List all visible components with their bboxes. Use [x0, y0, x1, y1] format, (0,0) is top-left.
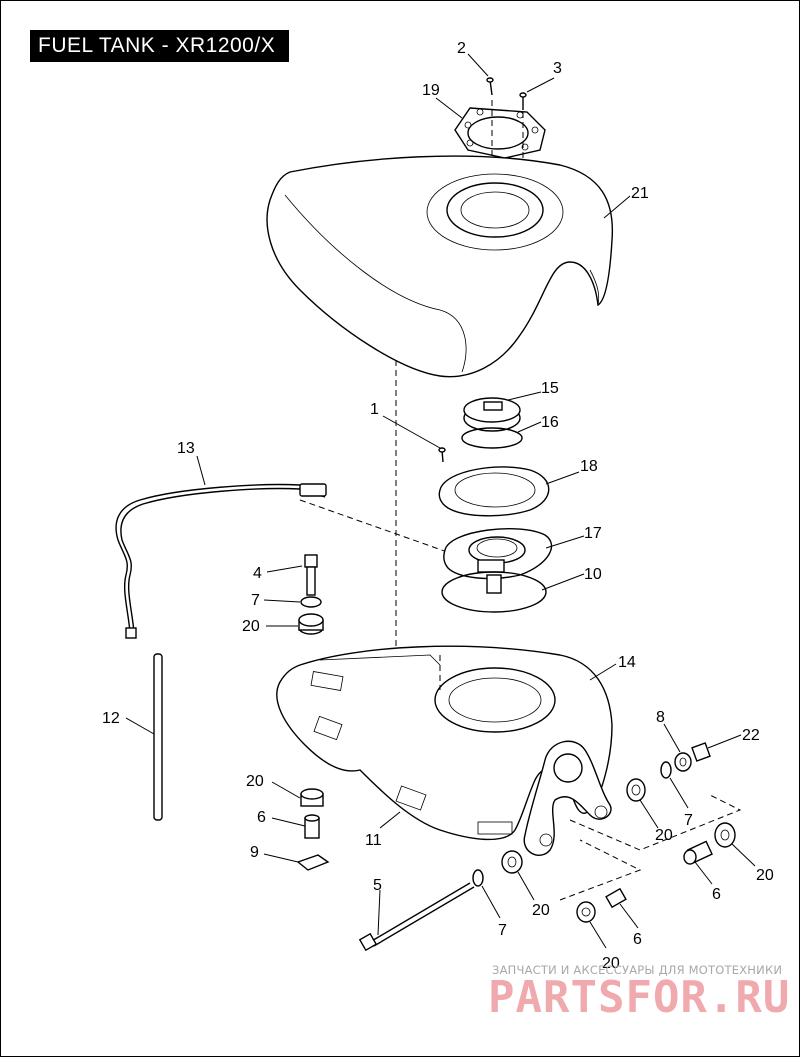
- callout-9: 9: [250, 844, 259, 861]
- watermark-logo: PARTSFOR.RU: [488, 972, 791, 1023]
- callout-5: 5: [373, 877, 382, 894]
- callout-20-right-lower: 20: [756, 867, 774, 884]
- callout-4: 4: [253, 565, 262, 582]
- part-5-long-bolt: [358, 882, 475, 952]
- part-14-fuel-tank: [276, 645, 613, 856]
- watermark-subtitle: ЗАПЧАСТИ И АКСЕССУАРЫ ДЛЯ МОТОТЕХНИКИ: [492, 963, 783, 977]
- part-8-spacer: [674, 752, 692, 772]
- part-10-o-ring: [441, 571, 547, 613]
- part-9-pad: [296, 854, 330, 871]
- leader-lines: [125, 53, 756, 949]
- callout-7-lower: 7: [498, 922, 507, 939]
- callout-20-upper: 20: [242, 618, 260, 635]
- callout-20-left: 20: [246, 773, 264, 790]
- callout-11: 11: [365, 832, 382, 849]
- callout-20-bottom: 20: [602, 955, 620, 972]
- part-22-spacer: [691, 742, 711, 762]
- part-7-washer-upper: [300, 596, 322, 608]
- part-20-grommet-bottom: [576, 901, 596, 923]
- part-19-bolt-ring: [454, 107, 546, 159]
- part-12-tube: [153, 653, 163, 821]
- callout-14: 14: [618, 654, 636, 671]
- callout-3: 3: [553, 60, 562, 77]
- callout-6-right: 6: [712, 886, 721, 903]
- callout-10: 10: [584, 566, 602, 583]
- part-21-tank-cover: [266, 155, 614, 378]
- callout-15: 15: [541, 380, 559, 397]
- callout-20-lower: 20: [532, 902, 550, 919]
- callout-12: 12: [102, 710, 120, 727]
- callout-22: 22: [742, 727, 760, 744]
- callout-6-bottom: 6: [633, 931, 642, 948]
- callout-18: 18: [580, 458, 598, 475]
- callout-2: 2: [457, 40, 466, 57]
- part-6-sleeve-left: [304, 814, 320, 839]
- part-6-sleeve-right: [683, 840, 713, 865]
- part-20-grommet-right-upper: [626, 778, 646, 802]
- callout-7-right: 7: [684, 812, 693, 829]
- diagram-title: FUEL TANK - XR1200/X: [30, 30, 290, 62]
- part-20-grommet-upper: [298, 613, 324, 635]
- callout-17: 17: [584, 525, 602, 542]
- callout-16: 16: [541, 414, 559, 431]
- part-1-screw: [438, 447, 446, 463]
- callout-21: 21: [631, 185, 649, 202]
- part-17-pump-flange: [443, 528, 553, 594]
- callout-1: 1: [370, 401, 379, 418]
- part-20-grommet-lower: [501, 850, 523, 874]
- part-7-washer-lower: [472, 869, 484, 887]
- part-2-screw: [486, 77, 494, 96]
- part-18-retaining-ring: [438, 466, 550, 517]
- part-15-filler-cap: [463, 397, 521, 432]
- part-3-screw: [519, 92, 527, 110]
- part-13-vent-tube: [115, 483, 327, 639]
- callout-13: 13: [177, 440, 195, 457]
- callout-20-right-upper: 20: [655, 827, 673, 844]
- part-16-gasket: [461, 427, 523, 449]
- part-4-bolt: [304, 554, 318, 596]
- part-7-washer-right: [660, 761, 672, 779]
- callout-19: 19: [422, 82, 440, 99]
- part-20-grommet-left: [300, 788, 324, 807]
- callout-7-upper: 7: [251, 592, 260, 609]
- part-6-sleeve-bottom: [605, 887, 627, 909]
- part-20-grommet-right-lower: [714, 822, 736, 848]
- callout-6-left: 6: [257, 809, 266, 826]
- callout-8: 8: [656, 709, 665, 726]
